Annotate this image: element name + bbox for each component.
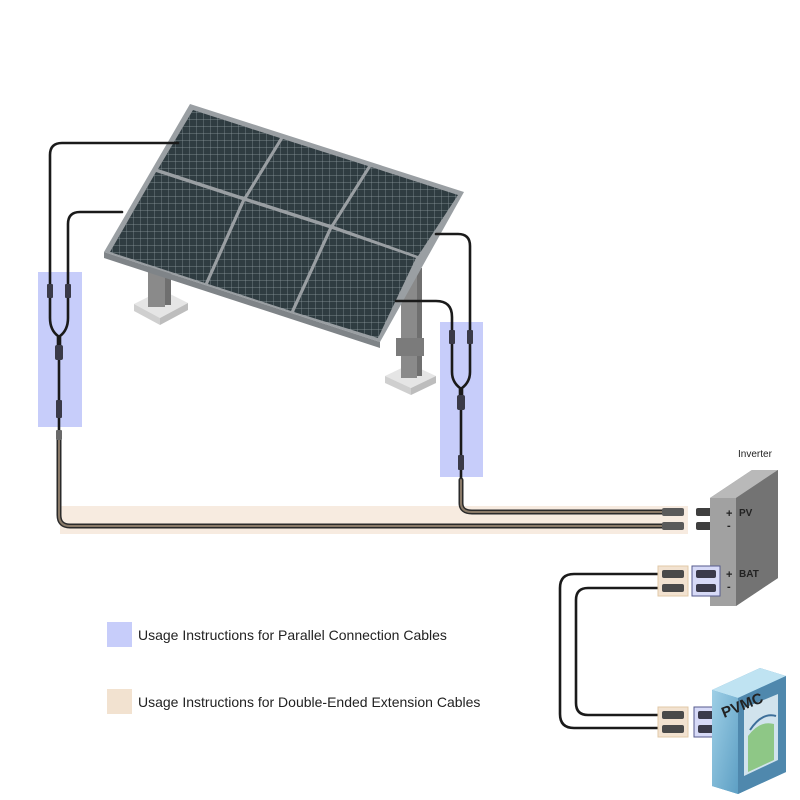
panel-cable-right-1 [434,232,472,332]
bat-minus-sign: - [727,581,731,593]
bat-port-label: BAT [739,569,759,580]
panel-cable-left-1 [48,141,180,286]
solar-panel-modules [110,110,458,338]
legend-item-extension: Usage Instructions for Double-Ended Exte… [107,689,480,714]
legend-label-extension: Usage Instructions for Double-Ended Exte… [138,693,481,710]
pv-minus-sign: - [727,520,731,532]
solar-module-3 [334,167,458,256]
pv-plus-sign: + [726,508,732,520]
solar-module-1 [158,110,280,197]
panel-cable-right-2 [394,299,454,332]
battery-unit [712,668,786,794]
inverter-title: Inverter [738,449,773,460]
pv-port-label: PV [739,508,753,519]
cables [48,141,472,480]
legend-swatch-parallel [107,622,132,647]
legend-label-parallel: Usage Instructions for Parallel Connecti… [138,626,447,643]
solar-module-5 [208,201,329,311]
extension-cable-pv [56,437,665,529]
solar-module-6 [294,229,416,338]
battery-cables [558,572,662,730]
solar-module-4 [110,172,242,283]
solar-module-2 [247,139,368,225]
y-connector-right [449,330,473,470]
legend-item-parallel: Usage Instructions for Parallel Connecti… [107,622,447,647]
bat-plus-sign: + [726,569,732,581]
panel-cable-left-2 [66,210,124,286]
legend-swatch-extension [107,689,132,714]
y-connector-left [47,284,71,440]
